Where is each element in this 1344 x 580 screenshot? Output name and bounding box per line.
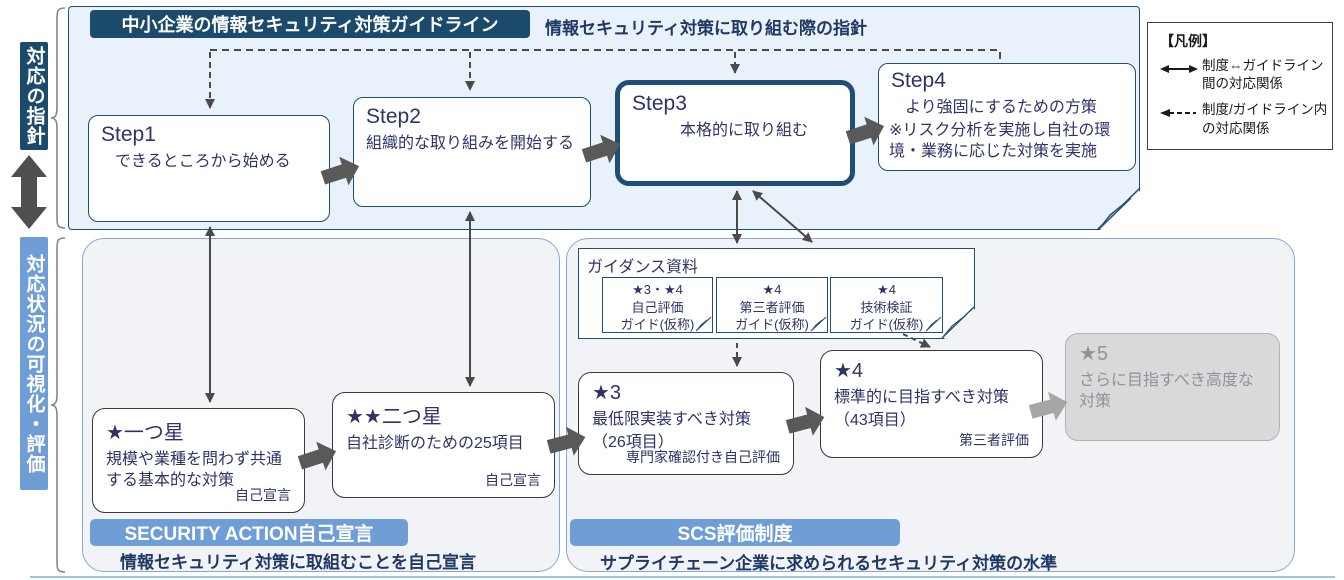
step2-desc: 組織的な取り組みを開始する <box>366 135 575 152</box>
legend-title: 【凡例】 <box>1160 33 1216 49</box>
doc3-stars: ★4 <box>877 282 896 297</box>
self-assessment-guide-doc: ★3・★4 自己評価 ガイド(仮称) <box>602 277 713 333</box>
axis-label-visualization: 対応状況の可視化・評価 <box>20 237 48 490</box>
two-star-title: ★★二つ星 <box>346 406 442 428</box>
axis-label-guideline: 対応の指針 <box>20 42 48 150</box>
brace-top <box>50 7 66 229</box>
legend-item-solid: 制度⇔ガイドライン間の対応関係 <box>1160 57 1332 93</box>
one-star-desc: 規模や業種を問わず共通する基本的な対策 <box>106 451 283 490</box>
doc1-line1: 自己評価 <box>631 299 684 315</box>
doc1-line2: ガイド(仮称) <box>620 317 695 333</box>
star3-title: ★3 <box>592 382 622 404</box>
dashed-arrow-icon <box>1160 109 1196 118</box>
legend-box: 【凡例】 制度⇔ガイドライン間の対応関係 制度/ガイドライン内の対応関係 <box>1147 22 1333 150</box>
solid-double-arrow-icon <box>1160 65 1198 73</box>
step4-desc: より強固にするための方策 <box>905 99 1097 116</box>
rail-double-arrow <box>11 155 47 229</box>
legend-item-solid-label: 制度⇔ガイドライン間の対応関係 <box>1202 58 1324 92</box>
star3-tag: 専門家確認付き自己評価 <box>626 449 780 465</box>
star4-tag: 第三者評価 <box>959 432 1029 448</box>
security-action-band: SECURITY ACTION自己宣言 <box>90 519 408 546</box>
step4-box: Step4 より強固にするための方策 ※リスク分析を実施し自社の環境・業務に応じ… <box>878 63 1136 171</box>
tech-verification-guide-doc: ★4 技術検証 ガイド(仮称) <box>830 277 943 333</box>
doc2-stars: ★4 <box>762 282 782 297</box>
guidance-title: ガイダンス資料 <box>587 259 699 276</box>
step1-title: Step1 <box>101 123 156 146</box>
bottom-rule <box>30 576 1335 578</box>
star5-box: ★5 さらに目指すべき高度な対策 <box>1065 333 1280 441</box>
one-star-title: ★一つ星 <box>106 422 184 444</box>
guideline-subtitle: 情報セキュリティ対策に取り組む際の指針 <box>545 19 867 38</box>
star4-desc: 標準的に目指すべき対策 <box>834 389 1009 406</box>
one-star-box: ★一つ星 規模や業種を問わず共通する基本的な対策 自己宣言 <box>92 408 305 513</box>
legend-item-dashed: 制度/ガイドライン内の対応関係 <box>1160 101 1332 137</box>
star3-box: ★3 最低限実装すべき対策 （26項目） 専門家確認付き自己評価 <box>578 372 794 475</box>
star4-desc2: （43項目） <box>834 412 916 430</box>
two-star-desc: 自社診断のための25項目 <box>346 435 524 452</box>
doc1-stars: ★3・★4 <box>632 282 683 297</box>
step2-title: Step2 <box>366 105 421 128</box>
doc3-line2: ガイド(仮称) <box>849 317 924 333</box>
step3-box: Step3 本格的に取り組む <box>615 80 855 186</box>
scs-footer: サプライチェーン企業に求められるセキュリティ対策の水準 <box>600 554 1058 573</box>
doc2-line2: ガイド(仮称) <box>735 317 809 333</box>
security-action-footer: 情報セキュリティ対策に取組むことを自己宣言 <box>120 553 476 572</box>
step1-box: Step1 できるところから始める <box>88 115 330 222</box>
third-party-guide-doc: ★4 第三者評価 ガイド(仮称) <box>716 277 828 333</box>
two-star-box: ★★二つ星 自社診断のための25項目 自己宣言 <box>332 392 555 498</box>
step3-title: Step3 <box>632 92 687 115</box>
step2-box: Step2 組織的な取り組みを開始する <box>353 97 591 207</box>
doc3-line1: 技術検証 <box>860 299 913 315</box>
star3-desc: 最低限実装すべき対策 <box>592 411 751 428</box>
legend-item-dashed-label: 制度/ガイドライン内の対応関係 <box>1202 102 1328 136</box>
star4-box: ★4 標準的に目指すべき対策 （43項目） 第三者評価 <box>820 350 1043 458</box>
brace-bottom <box>50 237 66 573</box>
step4-note: ※リスク分析を実施し自社の環境・業務に応じた対策を実施 <box>889 121 1111 160</box>
step3-desc: 本格的に取り組む <box>680 122 809 139</box>
one-star-tag: 自己宣言 <box>235 487 291 503</box>
guideline-title-bar: 中小企業の情報セキュリティ対策ガイドライン <box>90 10 530 38</box>
step4-title: Step4 <box>891 69 946 92</box>
star4-title: ★4 <box>834 360 864 382</box>
step1-desc: できるところから始める <box>115 153 291 170</box>
star3-desc2: （26項目） <box>592 434 674 452</box>
two-star-tag: 自己宣言 <box>485 472 541 488</box>
scs-band: SCS評価制度 <box>570 519 900 546</box>
doc2-line1: 第三者評価 <box>739 299 805 315</box>
star5-title: ★5 <box>1079 343 1109 365</box>
star5-desc: さらに目指すべき高度な対策 <box>1079 372 1254 411</box>
